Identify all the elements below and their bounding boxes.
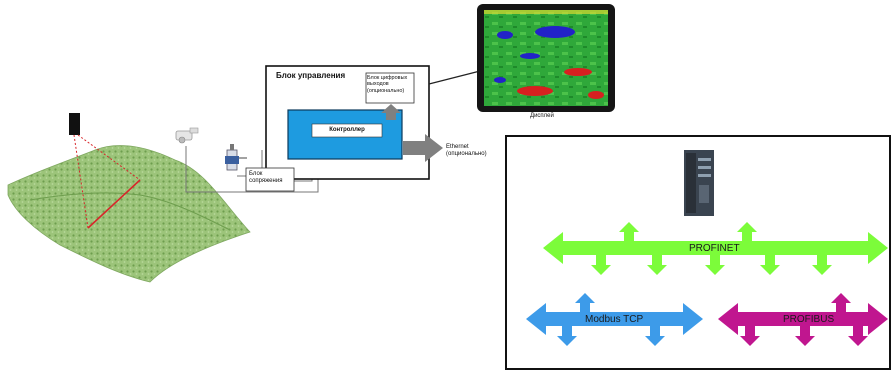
controller-label: Контроллер <box>329 127 365 133</box>
plc-device-icon <box>684 150 714 216</box>
camera-icon <box>175 127 199 144</box>
modbus-tcp-label: Modbus TCP <box>585 314 644 325</box>
control-unit-title: Блок управления <box>276 71 346 80</box>
modbus-tcp-bus <box>526 293 703 346</box>
display-link-line <box>428 69 485 85</box>
laser-beams <box>73 134 141 229</box>
interface-unit-box <box>245 167 295 192</box>
profinet-bus <box>543 222 888 275</box>
terrain-surface <box>7 145 251 283</box>
profibus-bus <box>718 293 888 346</box>
profibus-label: PROFIBUS <box>783 314 835 325</box>
display-label: Дисплей <box>530 113 554 119</box>
interface-unit-label: Блок сопряжения <box>249 171 283 184</box>
scanner-device <box>69 113 80 135</box>
up-arrow-icon <box>381 104 401 120</box>
digital-outputs-box <box>365 72 415 104</box>
display-monitor-icon <box>477 4 615 112</box>
digital-outputs-label: Блок цифровых выходов (опционально) <box>367 75 408 94</box>
profinet-label: PROFINET <box>689 243 740 254</box>
encoder-icon <box>225 144 247 171</box>
ethernet-label: Ethernet (опционально) <box>446 144 487 157</box>
controller-label-box <box>311 123 383 138</box>
ethernet-arrow-icon <box>403 134 443 162</box>
